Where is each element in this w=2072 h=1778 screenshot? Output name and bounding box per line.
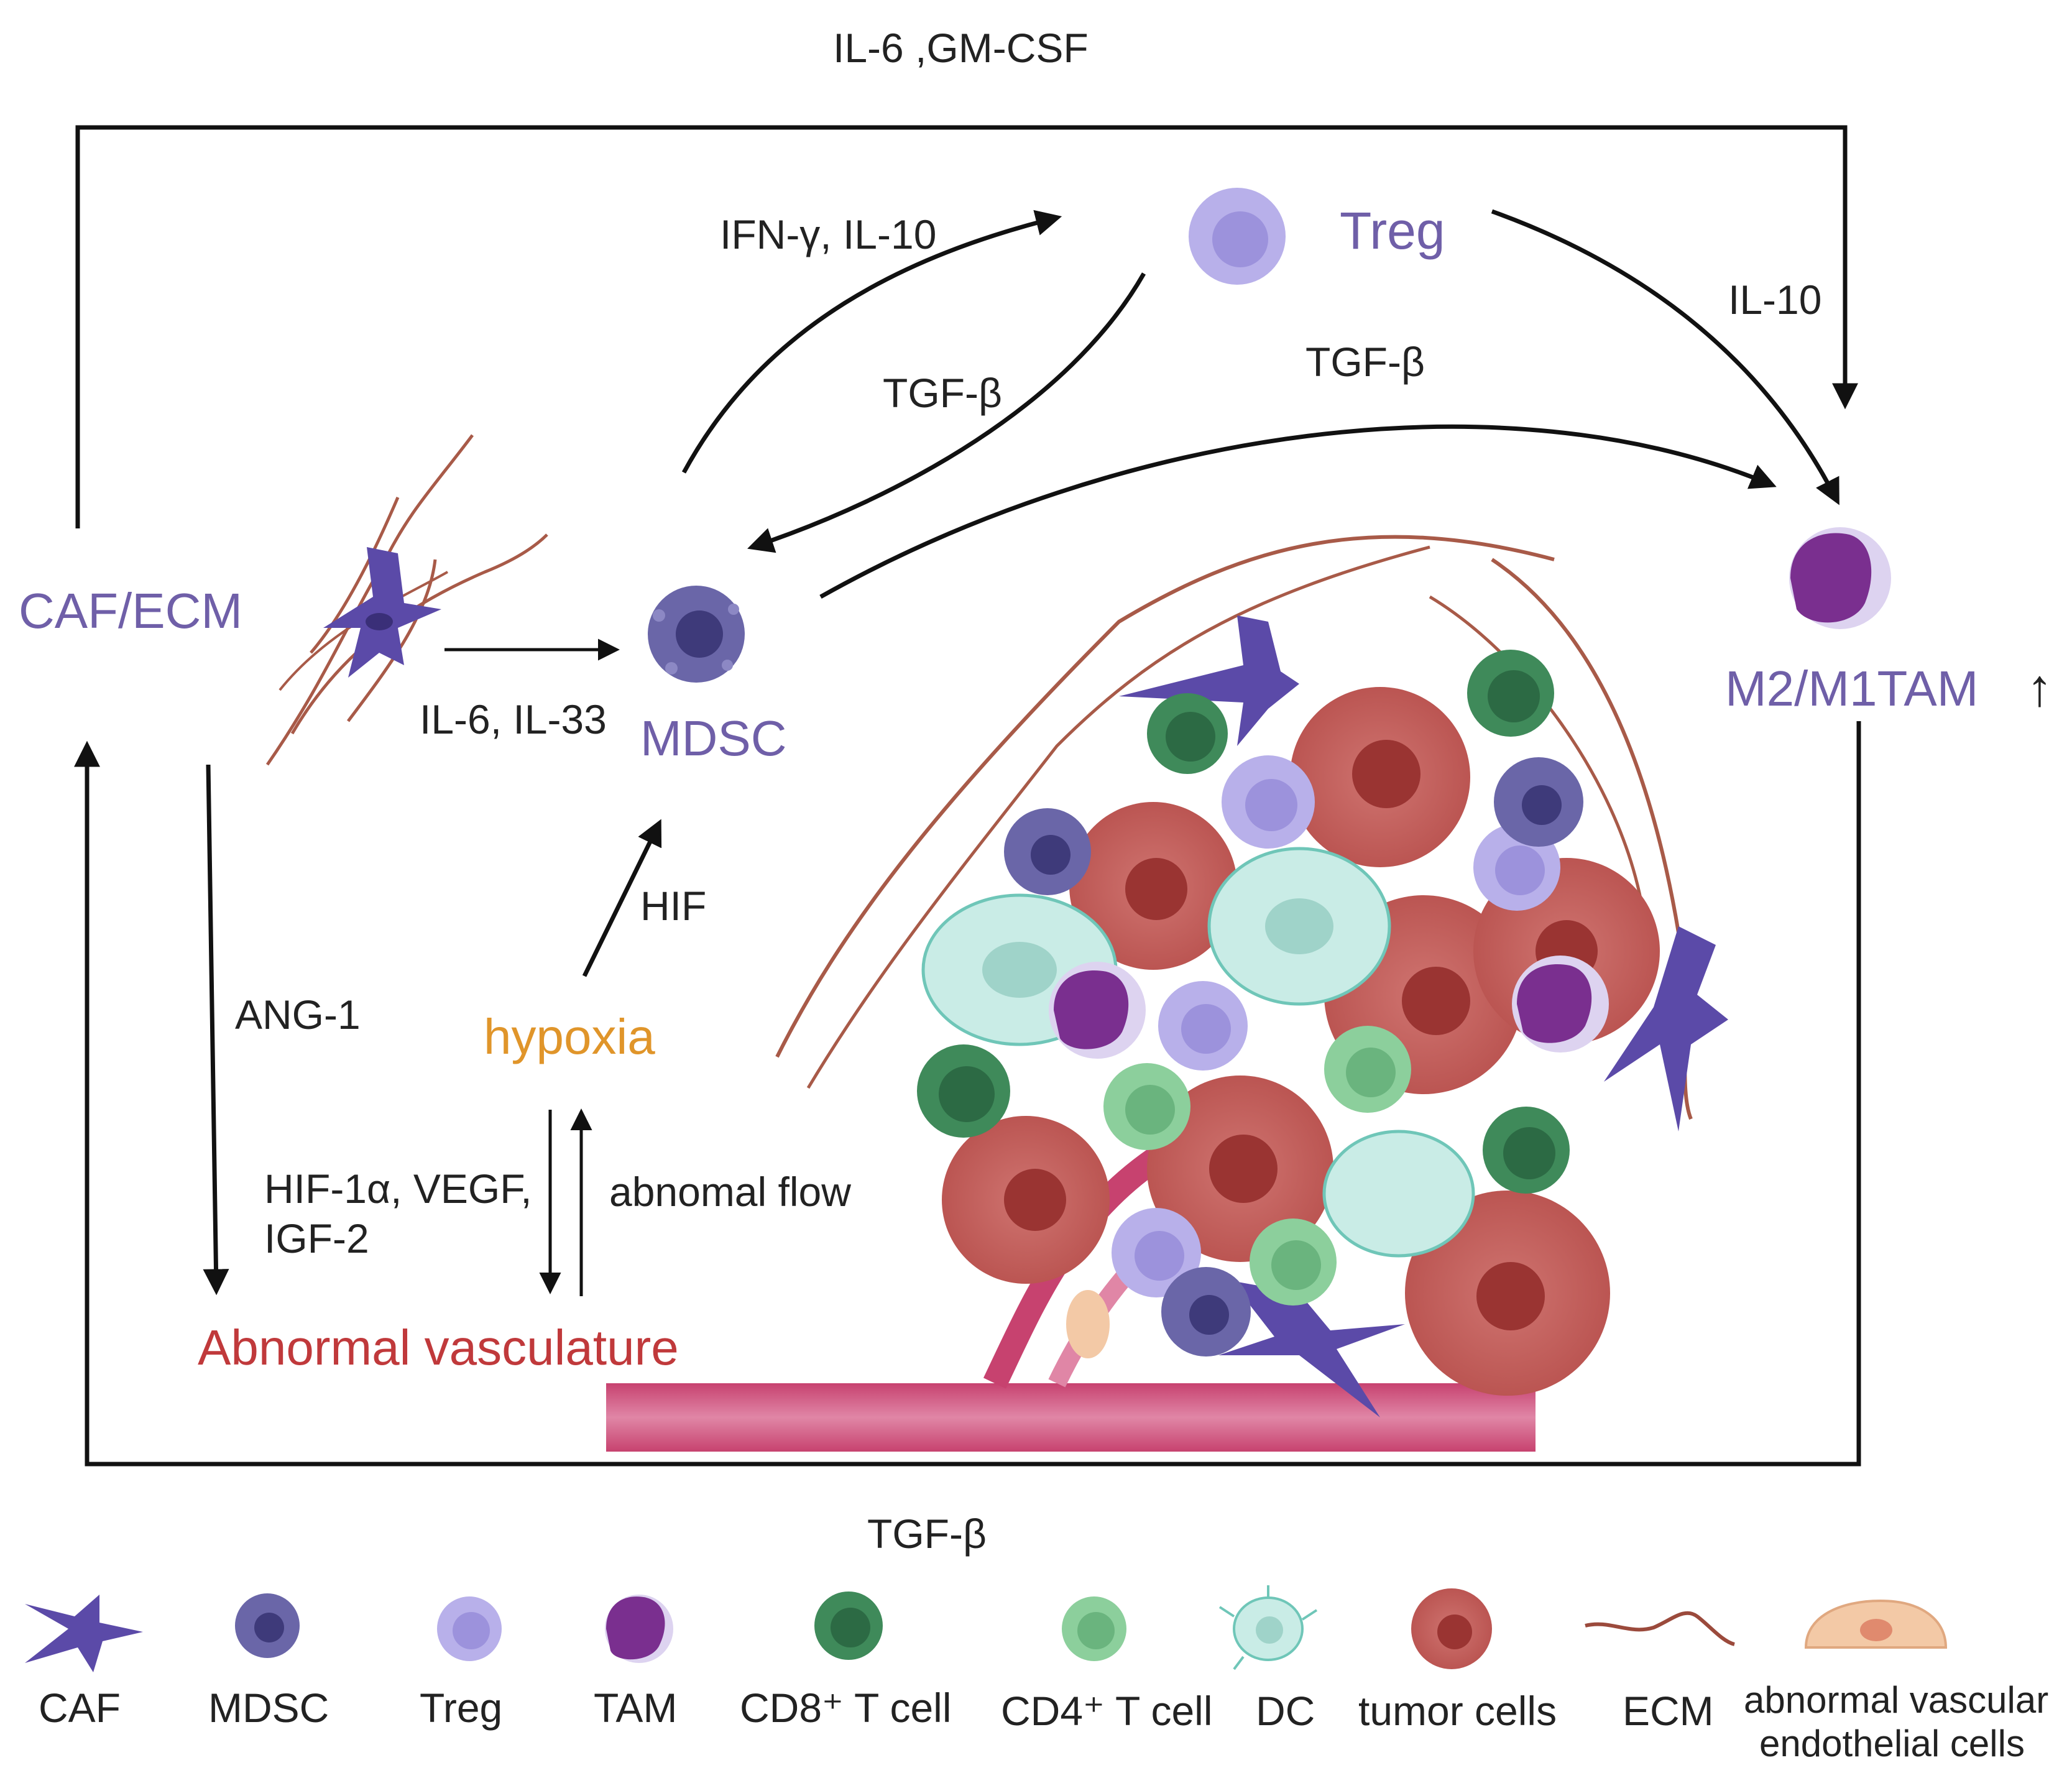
- legend-item-dc: DC: [1218, 1585, 1318, 1734]
- tgf-mdsc-tam-label: TGF-β: [1305, 339, 1425, 385]
- cd8-icon: [814, 1591, 883, 1660]
- caf-cell-tumor-2: [1604, 926, 1728, 1131]
- svg-text:ECM: ECM: [1623, 1688, 1714, 1734]
- top-feedback-label: IL-6 ,GM-CSF: [833, 25, 1089, 71]
- abnormal-flow-label: abnomal flow: [609, 1169, 851, 1215]
- svg-text:TAM: TAM: [594, 1685, 677, 1731]
- hif-label: HIF: [640, 883, 706, 929]
- svg-text:Treg: Treg: [420, 1685, 502, 1731]
- hypoxia-label: hypoxia: [484, 1009, 655, 1064]
- tam-cell-main: [1789, 527, 1891, 629]
- vasculature-label: Abnormal vasculature: [198, 1320, 679, 1375]
- svg-text:DC: DC: [1256, 1688, 1315, 1734]
- caf-icon: [25, 1595, 143, 1672]
- legend-item-ecm: ECM: [1585, 1611, 1735, 1734]
- caf-ecm-illustration: [265, 434, 548, 766]
- legend-item-tumor: tumor cells: [1358, 1588, 1557, 1734]
- tam-label: M2/M1TAM: [1725, 661, 1978, 716]
- il10-tam-label: IL-10: [1728, 277, 1821, 323]
- hif-vegf-label-1: HIF-1α, VEGF,: [264, 1166, 532, 1212]
- svg-text:MDSC: MDSC: [208, 1685, 329, 1731]
- caf-cell-tumor-1: [1119, 615, 1299, 746]
- legend-item-mdsc: MDSC: [208, 1593, 329, 1731]
- caf-ecm-label: CAF/ECM: [19, 583, 242, 638]
- svg-text:abnormal vascular: abnormal vascular: [1744, 1679, 2048, 1721]
- bottom-feedback-loop: [74, 721, 1861, 1467]
- mdsc-cell-main: [648, 586, 745, 683]
- arrow-mdsc-to-treg: [681, 210, 1062, 474]
- legend-item-cd4: CD4⁺ T cell: [1001, 1596, 1213, 1734]
- tam-increase-arrow: ↑: [2027, 658, 2053, 717]
- tam-icon: [605, 1595, 673, 1663]
- caf-cell-tumor-3: [1218, 1281, 1405, 1417]
- arrow-treg-to-mdsc: [747, 272, 1146, 553]
- arrow-mdsc-to-tam: [819, 424, 1777, 599]
- legend: CAF MDSC Treg TAM: [25, 1585, 2048, 1764]
- svg-text:endothelial cells: endothelial cells: [1759, 1723, 2025, 1764]
- arrow-hypoxia-to-mdsc: [582, 819, 662, 977]
- hif-vegf-label-2: IGF-2: [264, 1215, 369, 1261]
- ifn-il10-label: IFN-γ, IL-10: [720, 211, 936, 257]
- il6-il33-label: IL-6, IL-33: [420, 696, 607, 742]
- arrow-treg-to-tam: [1491, 209, 1839, 505]
- ecm-icon: [1585, 1611, 1735, 1646]
- endothelial-cell: [1066, 1290, 1110, 1358]
- svg-text:CAF: CAF: [39, 1685, 121, 1731]
- cd4-icon: [1062, 1596, 1126, 1661]
- arrow-caf-to-vasculature: [203, 764, 229, 1296]
- mdsc-label: MDSC: [640, 711, 787, 766]
- legend-item-cd8: CD8⁺ T cell: [740, 1591, 952, 1731]
- treg-icon: [437, 1596, 502, 1661]
- blood-vessel: [606, 1383, 1536, 1452]
- ang1-label: ANG-1: [235, 992, 361, 1038]
- svg-text:CD4⁺ T cell: CD4⁺ T cell: [1001, 1688, 1213, 1734]
- tgf-treg-mdsc-label: TGF-β: [883, 370, 1002, 416]
- svg-text:tumor cells: tumor cells: [1358, 1688, 1557, 1734]
- treg-label: Treg: [1340, 201, 1445, 260]
- tumor-icon: [1411, 1588, 1492, 1669]
- legend-item-endothelial: abnormal vascular endothelial cells: [1744, 1599, 2048, 1764]
- treg-cell-main: [1189, 188, 1286, 285]
- legend-item-tam: TAM: [594, 1595, 677, 1731]
- top-feedback-loop: [75, 125, 1858, 528]
- legend-item-caf: CAF: [25, 1595, 143, 1731]
- svg-text:CD8⁺ T cell: CD8⁺ T cell: [740, 1685, 952, 1731]
- legend-item-treg: Treg: [420, 1596, 502, 1731]
- caf-cell: [323, 547, 441, 678]
- tumor-mass: [606, 535, 1728, 1452]
- dc-icon: [1218, 1585, 1318, 1670]
- mdsc-icon: [235, 1593, 300, 1658]
- bottom-feedback-label: TGF-β: [867, 1511, 987, 1557]
